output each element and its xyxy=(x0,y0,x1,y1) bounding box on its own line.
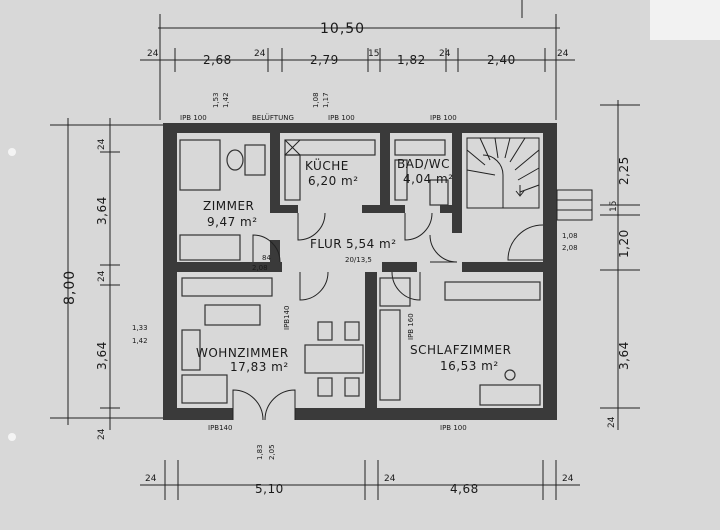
room-zimmer-area: 9,47 m² xyxy=(207,215,258,229)
left-seg-1: 3,64 xyxy=(95,196,109,225)
bottom-seg-0: 24 xyxy=(145,474,157,484)
walls xyxy=(163,123,557,420)
right-dimensions: 2,25 15 1,20 3,64 24 xyxy=(600,100,640,430)
small-annot: 20/13,5 xyxy=(345,256,372,264)
furniture xyxy=(179,139,541,406)
overall-width-label: 10,50 xyxy=(320,21,365,37)
right-seg-3: 3,64 xyxy=(617,341,631,370)
ipb140-label: IPB140 xyxy=(208,424,232,432)
ipb-label: IPB 100 xyxy=(180,114,207,122)
room-labels: ZIMMER 9,47 m² KÜCHE 6,20 m² BAD/WC 4,04… xyxy=(196,157,511,374)
top-seg-2: 24 xyxy=(254,49,266,59)
top-overall-dimension: 10,50 xyxy=(158,0,560,120)
punch-hole xyxy=(8,148,16,156)
ipb-label: IPB 100 xyxy=(440,424,467,432)
top-seg-1: 2,68 xyxy=(203,53,232,67)
room-zimmer-name: ZIMMER xyxy=(203,199,254,213)
top-seg-3: 2,79 xyxy=(310,53,339,67)
room-schlafzimmer-area: 16,53 m² xyxy=(440,359,499,373)
top-seg-8: 24 xyxy=(557,49,569,59)
small-annot: 84 xyxy=(262,254,271,262)
belueftung-label: BELÜFTUNG xyxy=(252,113,294,122)
bottom-dimensions: 24 5,10 24 4,68 24 xyxy=(140,460,580,500)
small-annot: 1,53 xyxy=(212,92,220,108)
small-annot: 1,42 xyxy=(132,337,148,345)
room-kueche-area: 6,20 m² xyxy=(308,174,359,188)
small-annot: 2,05 xyxy=(268,444,276,460)
small-annot: 1,42 xyxy=(222,92,230,108)
room-kueche-name: KÜCHE xyxy=(305,157,349,173)
top-seg-0: 24 xyxy=(147,49,159,59)
room-bad-name: BAD/WC xyxy=(397,157,450,171)
top-seg-6: 24 xyxy=(439,49,451,59)
overall-depth-label: 8,00 xyxy=(62,270,78,305)
left-seg-4: 24 xyxy=(97,428,107,440)
small-annot: 2,08 xyxy=(562,244,578,252)
top-seg-4: 15 xyxy=(368,49,379,59)
bottom-seg-4: 24 xyxy=(562,474,574,484)
small-annot: 1,08 xyxy=(312,92,320,108)
ipb140-label: IPB140 xyxy=(283,306,291,330)
room-flur-area: 5,54 m² xyxy=(346,237,397,251)
bottom-seg-1: 5,10 xyxy=(255,482,284,496)
room-flur-name: FLUR xyxy=(310,237,342,251)
right-seg-2: 1,20 xyxy=(617,229,631,258)
right-seg-4: 24 xyxy=(607,416,617,428)
small-annot: 1,17 xyxy=(322,92,330,108)
right-seg-1: 15 xyxy=(609,201,619,212)
left-seg-3: 3,64 xyxy=(95,341,109,370)
room-bad-area: 4,04 m² xyxy=(403,172,454,186)
top-seg-7: 2,40 xyxy=(487,53,516,67)
top-seg-5: 1,82 xyxy=(397,53,426,67)
paper-corner xyxy=(650,0,720,40)
left-seg-0: 24 xyxy=(97,138,107,150)
small-annot: 2,08 xyxy=(252,264,268,272)
room-wohnzimmer-area: 17,83 m² xyxy=(230,360,289,374)
room-schlafzimmer-name: SCHLAFZIMMER xyxy=(410,343,511,357)
bottom-seg-2: 24 xyxy=(384,474,396,484)
bottom-seg-3: 4,68 xyxy=(450,482,479,496)
right-seg-0: 2,25 xyxy=(617,156,631,185)
small-annot: 1,33 xyxy=(132,324,148,332)
ipb160-label: IPB 160 xyxy=(407,313,415,340)
top-segment-dimensions: 24 2,68 24 2,79 15 1,82 24 2,40 24 xyxy=(140,48,575,72)
staircase xyxy=(466,137,593,221)
doors xyxy=(232,212,544,421)
left-dimensions: 8,00 24 3,64 24 3,64 24 xyxy=(50,118,165,440)
ipb-label: IPB 100 xyxy=(430,114,457,122)
punch-hole xyxy=(8,433,16,441)
left-seg-2: 24 xyxy=(97,270,107,282)
small-annot: 1,83 xyxy=(256,444,264,460)
room-wohnzimmer-name: WOHNZIMMER xyxy=(196,346,289,360)
annotations: IPB 100 BELÜFTUNG IPB 100 IPB 100 IPB 10… xyxy=(132,92,578,460)
small-annot: 1,08 xyxy=(562,232,578,240)
ipb-label: IPB 100 xyxy=(328,114,355,122)
